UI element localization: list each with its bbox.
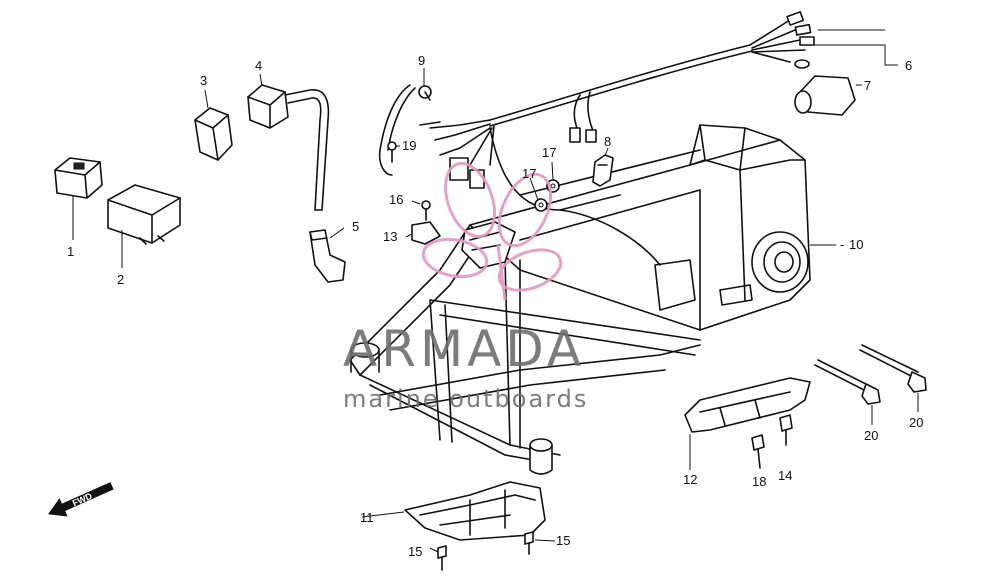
label-part-16: 16: [389, 192, 403, 207]
part-7-boot: [794, 75, 856, 116]
label-part-6: 6: [905, 58, 912, 73]
part-20-bolt-b: [859, 344, 927, 412]
fwd-arrow: FWD: [48, 482, 114, 517]
label-part-9: 9: [418, 53, 425, 68]
label-part-1: 1: [67, 244, 74, 259]
watermark-tagline: marine outboards: [343, 385, 588, 413]
main-frame: [349, 124, 811, 475]
label-part-10-dash: -: [840, 237, 844, 252]
part-2-control-unit: [107, 184, 181, 268]
label-part-20-a: 20: [864, 428, 878, 443]
label-part-17-b: 17: [522, 166, 536, 181]
part-17-nut-b: [534, 198, 548, 212]
watermark: ARMADA marine outboards: [343, 162, 588, 413]
label-part-12: 12: [683, 472, 697, 487]
label-part-2: 2: [117, 272, 124, 287]
part-8-grommet: [592, 154, 614, 187]
part-5-spark-plug-cap: [309, 229, 346, 283]
fwd-label: FWD: [71, 491, 94, 509]
leader-lines: [329, 29, 898, 553]
label-part-11: 11: [360, 510, 374, 525]
part-15-bolt-a: [437, 545, 447, 571]
label-part-15-a: 15: [408, 544, 422, 559]
label-part-19: 19: [402, 138, 416, 153]
label-part-10: 10: [849, 237, 863, 252]
part-20-bolt-a: [814, 359, 881, 425]
part-12-cover: [684, 377, 811, 470]
part-1-relay: [54, 157, 103, 240]
part-15-bolt-b: [524, 531, 534, 555]
label-part-8: 8: [604, 134, 611, 149]
part-9-clip: [378, 84, 432, 176]
part-4-ignition-coil: [247, 73, 330, 211]
watermark-logo: [421, 162, 563, 301]
part-11-skid-plate: [361, 481, 546, 541]
watermark-brand: ARMADA: [343, 320, 585, 378]
part-19-bolt: [387, 141, 397, 163]
label-part-17-a: 17: [542, 145, 556, 160]
part-14-bolt: [779, 414, 793, 446]
label-part-20-b: 20: [909, 415, 923, 430]
label-part-14: 14: [778, 468, 792, 483]
label-part-7: 7: [864, 78, 871, 93]
label-part-4: 4: [255, 58, 262, 73]
part-18-bolt: [751, 434, 765, 469]
part-16-bolt: [421, 200, 431, 221]
part-3-cap: [194, 89, 233, 161]
label-part-5: 5: [352, 219, 359, 234]
label-part-18: 18: [752, 474, 766, 489]
label-part-13: 13: [383, 229, 397, 244]
label-part-3: 3: [200, 73, 207, 88]
label-part-15-b: 15: [556, 533, 570, 548]
part-labels: 1 2 3 4 5 6 7 8 9 - 10 11 12 13 14 15 15…: [67, 53, 923, 559]
